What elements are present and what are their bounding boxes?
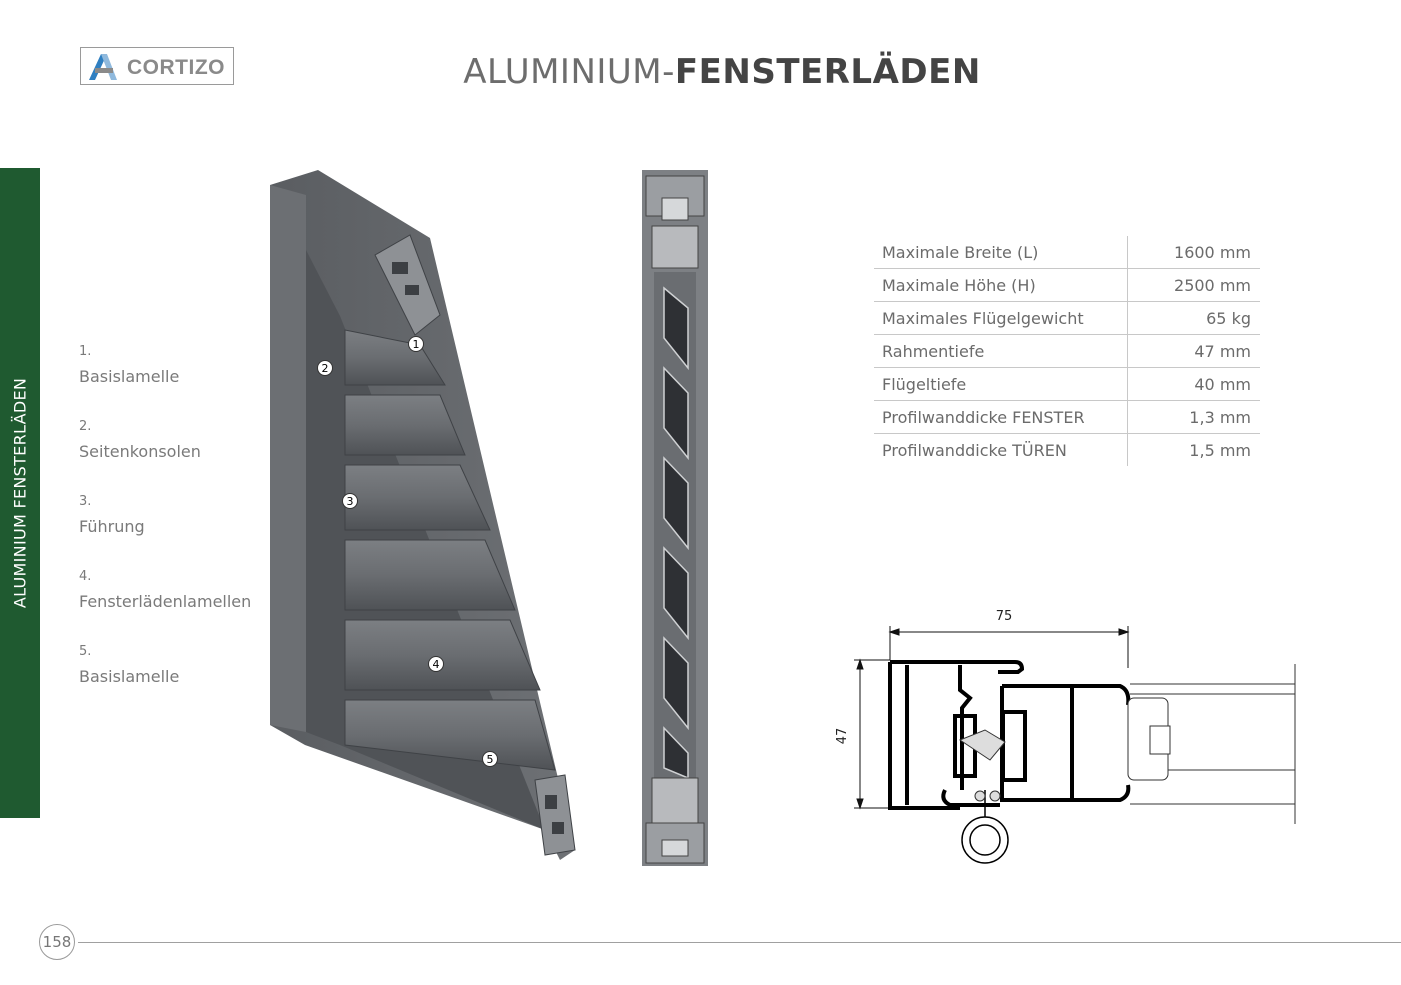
legend-num: 2. [79,419,92,434]
page-title: ALUMINIUM-FENSTERLÄDEN [0,52,1401,92]
spec-label: Profilwanddicke TÜREN [882,440,1067,460]
spec-label: Maximales Flügelgewicht [874,301,1128,335]
callout-marker: 4 [428,656,444,672]
table-row: Rahmentiefe 47 mm [874,334,1260,368]
table-row: Maximales Flügelgewicht 65 kg [874,301,1260,335]
legend-item: 2. Seitenkonsolen [79,419,279,494]
legend-num: 3. [79,494,92,509]
inner-gasket [958,729,1006,802]
table-row: Maximale Höhe (H) 2500 mm [874,268,1260,302]
spec-value: 1600 mm [1127,236,1260,269]
top-profile-section [374,234,441,336]
legend-item: 3. Führung [79,494,279,569]
bottom-profile-section [534,774,576,856]
page-number: 158 [39,924,75,960]
legend-item: 1. Basislamelle [79,344,279,419]
legend-item: 4. Fensterlädenlamellen [79,569,279,644]
shutter-perspective-illustration: 1 2 3 4 5 [270,170,576,860]
side-section-tab: ALUMINIUM FENSTERLÄDEN [0,168,40,818]
callout-marker: 1 [408,336,424,352]
legend-label: Fensterlädenlamellen [79,592,252,611]
spec-value: 47 mm [1127,334,1260,368]
slat-lines [1130,664,1296,824]
legend-num: 4. [79,569,92,584]
spec-label: Rahmentiefe [874,334,1128,368]
callout-number: 1 [413,338,420,351]
spec-value: 40 mm [1127,367,1260,401]
table-row: Profilwanddicke TÜREN 1,5 mm [874,433,1260,466]
parts-legend: 1. Basislamelle 2. Seitenkonsolen 3. Füh… [79,344,279,719]
spec-label: Maximale Breite (L) [874,236,1128,269]
title-light: ALUMINIUM- [463,52,675,92]
legend-num: 5. [79,644,92,659]
legend-label: Basislamelle [79,367,180,386]
table-row: Flügeltiefe 40 mm [874,367,1260,401]
specifications-table: Maximale Breite (L) 1600 mm Maximale Höh… [874,236,1260,466]
title-bold: FENSTERLÄDEN [674,52,981,92]
callout-number: 4 [433,658,440,671]
table-row: Maximale Breite (L) 1600 mm [874,236,1260,269]
hinge-pivot [961,790,1009,864]
table-row: Profilwanddicke FENSTER 1,3 mm [874,400,1260,434]
footer-divider [78,942,1401,943]
frame-profile [888,660,1025,810]
vertical-section-illustration [642,170,708,866]
dimension-width-label: 75 [996,609,1013,624]
legend-label: Führung [79,517,145,536]
callout-number: 5 [487,753,494,766]
spec-value: 2500 mm [1127,268,1260,302]
cortizo-logo-icon [89,54,117,80]
brand-name: CORTIZO [127,56,225,79]
spec-value: 1,3 mm [1127,400,1260,434]
profile-technical-drawing: 75 47 [835,609,1296,864]
side-tab-label: ALUMINIUM FENSTERLÄDEN [10,377,30,609]
legend-label: Basislamelle [79,667,180,686]
spec-value: 1,5 mm [1127,433,1260,466]
spec-value: 65 kg [1127,301,1260,335]
callout-marker: 5 [482,751,498,767]
callout-marker: 3 [342,493,358,509]
callout-marker: 2 [317,360,333,376]
shutter-slats [344,329,556,771]
spec-label: Profilwanddicke FENSTER [874,400,1128,434]
legend-label: Seitenkonsolen [79,442,201,461]
callout-number: 2 [322,362,329,375]
dimension-height-label: 47 [835,728,850,745]
legend-item: 5. Basislamelle [79,644,279,719]
callout-number: 3 [347,495,354,508]
spec-label: Maximale Höhe (H) [874,268,1128,302]
gasket-clip [1127,697,1171,781]
spec-label: Flügeltiefe [874,367,1128,401]
legend-num: 1. [79,344,92,359]
cortizo-logo: CORTIZO [80,47,234,85]
